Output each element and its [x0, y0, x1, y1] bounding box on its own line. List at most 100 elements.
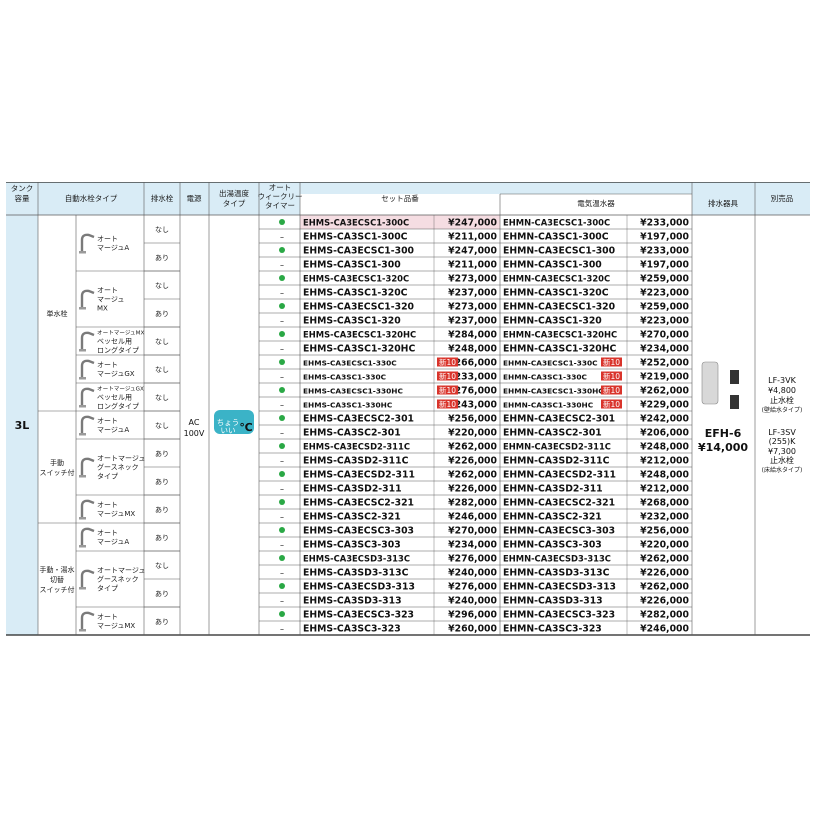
set-number: EHMS-CA3ECSC3-323 — [303, 609, 414, 620]
timer-dash: – — [280, 260, 284, 269]
heater-number: EHMN-CA3SC2-301 — [503, 427, 602, 438]
drain-label: なし — [155, 338, 169, 346]
header-option: 別売品 — [771, 193, 794, 203]
new-badge — [437, 371, 458, 381]
heater-number: EHMN-CA3SD3-313 — [503, 595, 603, 606]
option-2-note: 止水栓 — [770, 455, 794, 465]
timer-dot — [279, 331, 285, 337]
set-number: EHMS-CA3ECSC1-330HC — [303, 386, 403, 395]
set-price: ¥211,000 — [448, 259, 497, 270]
drain-fitting-icon — [701, 361, 719, 405]
faucet-name: オート — [97, 235, 118, 243]
highlight-row — [300, 215, 500, 229]
timer-dot — [279, 303, 285, 309]
faucet-base — [79, 433, 86, 436]
header-power: 電源 — [187, 194, 202, 203]
heater-number: EHMN-CA3ECSC3-303 — [503, 525, 615, 536]
set-price: ¥262,000 — [448, 441, 497, 452]
drain-label: なし — [155, 226, 169, 234]
faucet-base — [79, 377, 86, 380]
faucet-icon — [80, 387, 95, 406]
drain-label: あり — [155, 450, 169, 458]
faucet-name: オート — [97, 501, 118, 509]
heater-price: ¥226,000 — [640, 567, 689, 578]
header-set-no: セット品番 — [381, 193, 419, 203]
header-tank: タンク — [11, 184, 34, 193]
heater-number: EHMN-CA3ECSC1-320 — [503, 301, 616, 312]
heater-price: ¥233,000 — [640, 217, 689, 228]
faucet-name: マージュA — [97, 538, 129, 546]
faucet-icon — [80, 331, 95, 350]
set-price: ¥248,000 — [448, 343, 497, 354]
set-number: EHMS-CA3SD3-313C — [303, 567, 409, 578]
faucet-name: マージュGX — [97, 370, 135, 378]
heater-number: EHMN-CA3SC1-330C — [503, 372, 587, 381]
set-price: ¥266,000 — [448, 357, 497, 368]
set-price: ¥284,000 — [448, 329, 497, 340]
heater-price: ¥282,000 — [640, 609, 689, 620]
new-badge — [601, 399, 622, 409]
timer-dash: – — [280, 428, 284, 437]
faucet-name: ロングタイプ — [97, 402, 139, 411]
group-label: 切替 — [50, 575, 64, 584]
faucet-name: マージュ — [97, 296, 124, 304]
timer-dash: – — [280, 400, 284, 409]
option-2-price: ¥7,300 — [768, 447, 796, 456]
drain-label: あり — [155, 590, 169, 598]
drain-label: なし — [155, 282, 169, 290]
tank-capacity: 3L — [15, 419, 30, 432]
header-drain-fitting: 排水器具 — [708, 198, 738, 208]
new-badge-label: 新10 — [603, 399, 620, 409]
timer-dot — [279, 471, 285, 477]
heater-number: EHMN-CA3ECSC1-320HC — [503, 329, 617, 339]
power-ac: AC — [189, 418, 200, 427]
set-price: ¥276,000 — [448, 581, 497, 592]
timer-dash: – — [280, 484, 284, 493]
set-price: ¥256,000 — [448, 413, 497, 424]
heater-price: ¥270,000 — [640, 329, 689, 340]
temp-logo-badge — [214, 410, 254, 434]
set-number: EHMS-CA3ECSC1-300 — [303, 245, 415, 256]
heater-number: EHMN-CA3SC2-321 — [503, 511, 602, 522]
heater-price: ¥246,000 — [640, 623, 689, 634]
header-timer-2: ウィークリー — [258, 192, 303, 201]
faucet-icon — [80, 359, 95, 378]
new-badge-label: 新10 — [603, 357, 620, 367]
heater-price: ¥223,000 — [640, 315, 689, 326]
set-number: EHMS-CA3SC1-320 — [303, 315, 401, 326]
set-number: EHMS-CA3ECSD2-311 — [303, 469, 415, 480]
faucet-icon — [80, 499, 95, 518]
set-number: EHMS-CA3SC2-301 — [303, 427, 401, 438]
group-label: 単水栓 — [47, 309, 68, 318]
temp-logo-text: ちょう — [217, 418, 240, 427]
timer-dot — [279, 275, 285, 281]
set-price: ¥237,000 — [448, 287, 497, 298]
heater-price: ¥262,000 — [640, 581, 689, 592]
faucet-base — [79, 587, 86, 590]
faucet-icon — [80, 527, 95, 546]
drain-label: あり — [155, 254, 169, 262]
group-label: 手動 — [50, 458, 64, 467]
set-number: EHMS-CA3SC1-320HC — [303, 343, 415, 354]
faucet-name: オート — [97, 613, 118, 621]
timer-dash: – — [280, 288, 284, 297]
heater-price: ¥197,000 — [640, 259, 689, 270]
heater-number: EHMN-CA3SC1-320 — [503, 315, 602, 326]
set-price: ¥240,000 — [448, 567, 497, 578]
set-price: ¥276,000 — [448, 385, 497, 396]
timer-dash: – — [280, 344, 284, 353]
set-price: ¥296,000 — [448, 609, 497, 620]
faucet-icon — [80, 457, 95, 476]
faucet-name: マージュMX — [97, 622, 135, 630]
heater-number: EHMN-CA3ECSC2-321 — [503, 497, 615, 508]
faucet-icon — [80, 233, 95, 252]
heater-number: EHMN-CA3SD2-311 — [503, 483, 603, 494]
set-price: ¥276,000 — [448, 553, 497, 564]
set-price: ¥246,000 — [448, 511, 497, 522]
faucet-base — [79, 545, 86, 548]
heater-price: ¥242,000 — [640, 413, 689, 424]
timer-dot — [279, 527, 285, 533]
set-number: EHMS-CA3ECSC1-330C — [303, 358, 397, 367]
header-timer: オート — [269, 183, 292, 192]
set-number: EHMS-CA3SC3-323 — [303, 623, 401, 634]
